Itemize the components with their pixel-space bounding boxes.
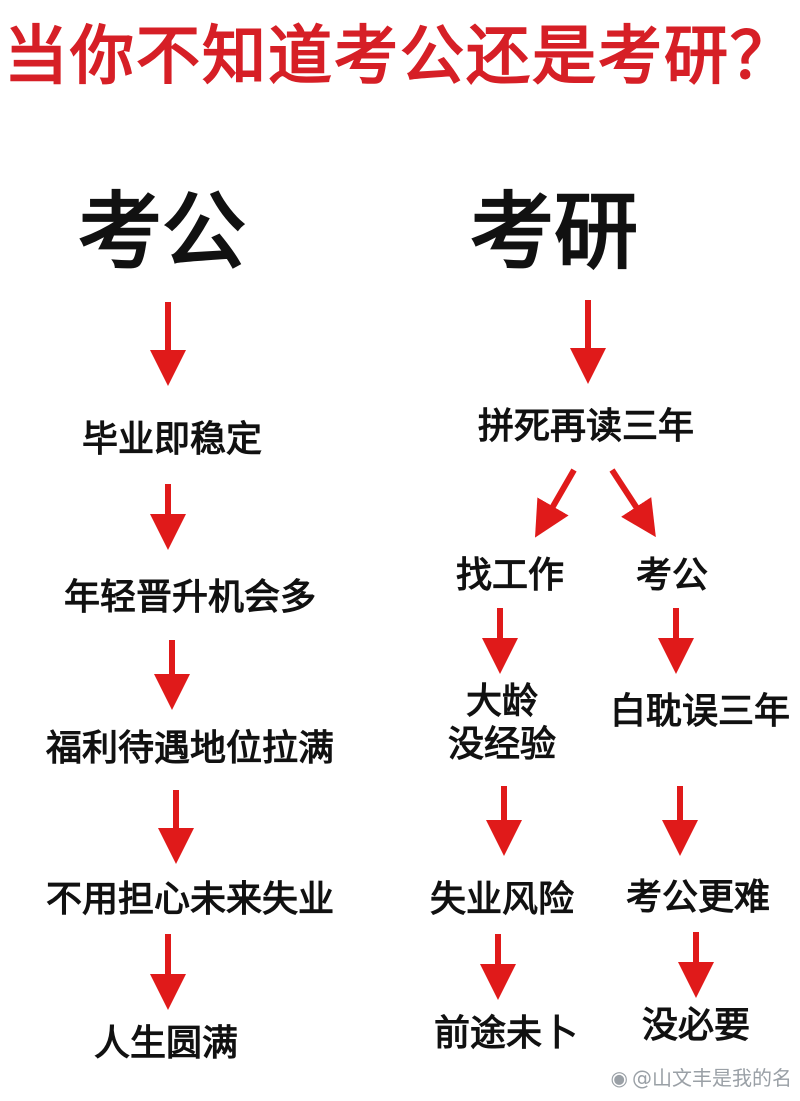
branch-a-step-2: 失业风险 [429, 879, 575, 920]
left-step-1: 毕业即稳定 [81, 419, 263, 460]
branch-a-step-3: 前途未卜 [433, 1013, 579, 1054]
branch-b-label: 考公 [635, 555, 709, 596]
right-heading: 考研 [470, 183, 639, 281]
left-step-5: 人生圆满 [93, 1023, 239, 1064]
branch-b-step-3: 没必要 [641, 1005, 751, 1046]
left-heading: 考公 [78, 183, 247, 281]
watermark: ◉@山文丰是我的名 [611, 1062, 792, 1091]
watermark-text: @山文丰是我的名 [632, 1066, 792, 1090]
weibo-icon: ◉ [610, 1066, 628, 1090]
branch-a-label: 找工作 [455, 555, 565, 596]
branch-a-step-1-line2: 没经验 [447, 724, 557, 766]
right-root: 拼死再读三年 [477, 406, 695, 447]
branch-b-step-2: 考公更难 [625, 877, 771, 918]
branch-a-step-1-line1: 大龄 [465, 681, 539, 722]
left-step-4: 不用担心未来失业 [45, 879, 335, 920]
arrow-diagonal-icon [609, 468, 656, 538]
branch-b-step-1: 白耽误三年 [609, 691, 791, 732]
arrow-diagonal-icon [535, 468, 577, 538]
left-step-2: 年轻晋升机会多 [63, 577, 317, 618]
page-title: 当你不知道考公还是考研？ [4, 20, 796, 94]
branch-a-step-1: 大龄 没经验 [448, 680, 556, 766]
left-step-3: 福利待遇地位拉满 [45, 728, 335, 769]
